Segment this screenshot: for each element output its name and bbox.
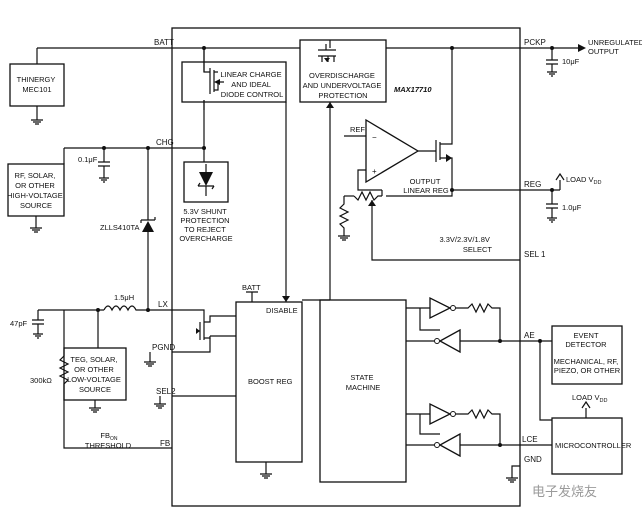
watermark: 电子发烧友 — [532, 484, 597, 499]
linear-charge-block — [181, 61, 287, 103]
overdischarge-label: OVERDISCHARGE AND UNDERVOLTAGE PROTECTIO… — [303, 71, 384, 100]
pin-lx: LX — [158, 300, 168, 309]
svg-text:+: + — [372, 167, 377, 176]
state-machine-block — [319, 299, 407, 483]
microcontroller-label: MICROCONTROLLER — [555, 441, 632, 450]
shunt-label: 5.3V SHUNT PROTECTION TO REJECT OVERCHAR… — [179, 207, 232, 243]
pin-reg: REG — [524, 180, 541, 189]
pin-pgnd: PGND — [152, 343, 175, 352]
inductor-label: 1.5μH — [114, 293, 134, 302]
disable-label: DISABLE — [266, 306, 298, 315]
pin-gnd: GND — [524, 455, 542, 464]
pin-batt: BATT — [154, 38, 174, 47]
pmos-icon — [435, 48, 453, 190]
pin-lce: LCE — [522, 435, 538, 444]
c-lx-label: 47pF — [10, 319, 28, 328]
overdischarge-block — [299, 39, 387, 103]
resistor-label: 300kΩ — [30, 376, 52, 385]
teg-source-label: TEG, SOLAR, OR OTHER LOW-VOLTAGE SOURCE — [67, 355, 123, 394]
opamp-icon — [365, 118, 420, 184]
boost-reg-block — [235, 301, 303, 463]
potentiometer-icon — [353, 190, 382, 202]
diode-label: ZLLS410TA — [100, 223, 139, 232]
schottky-diode-icon — [140, 217, 156, 223]
state-machine-label: STATE MACHINE — [346, 373, 381, 392]
linear-charge-label: LINEAR CHARGE AND IDEAL DIODE CONTROL — [220, 70, 283, 99]
load-vdd-2-label: LOAD VDD — [572, 393, 607, 404]
svg-text:−: − — [372, 133, 377, 142]
rf-source-label: RF, SOLAR, OR OTHER HIGH-VOLTAGE SOURCE — [7, 171, 65, 210]
pin-sel2: SEL2 — [156, 387, 176, 396]
output-arrow-icon — [578, 44, 586, 52]
load-vdd-label: LOAD VDD — [566, 175, 601, 186]
unregulated-output-label: UNREGULATED OUTPUT — [588, 38, 642, 56]
pin-pckp: PCKP — [524, 38, 546, 47]
c-chg-label: 0.1μF — [78, 155, 98, 164]
sel-voltages-label: 3.3V/2.3V/1.8V SELECT — [439, 235, 492, 254]
event-detector-label: EVENT DETECTOR MECHANICAL, RF, PIEZO, OR… — [554, 331, 621, 375]
pin-fb: FB — [160, 439, 170, 448]
inductor-icon — [103, 305, 172, 312]
thinergy-label: THINERGY MEC101 — [17, 75, 58, 94]
microcontroller-box — [551, 417, 623, 475]
output-linear-reg-label: OUTPUT LINEAR REG — [403, 177, 449, 195]
event-detector-box — [551, 325, 623, 385]
c-pckp-label: 10μF — [562, 57, 580, 66]
fb-threshold-label: FBON THRESHOLD — [85, 431, 132, 450]
pin-sel1: SEL 1 — [524, 250, 546, 259]
rf-source-box — [7, 163, 65, 217]
part-number-label: MAX17710 — [394, 85, 432, 94]
batt-internal-label: BATT — [242, 283, 261, 292]
boost-reg-label: BOOST REG — [248, 377, 293, 386]
thinergy-box — [9, 63, 65, 107]
pin-chg: CHG — [156, 138, 174, 147]
c-reg-label: 1.0μF — [562, 203, 582, 212]
pin-ae: AE — [524, 331, 535, 340]
teg-source-box — [63, 347, 127, 401]
ref-label: REF — [350, 125, 365, 134]
ground-icon — [31, 106, 43, 125]
resistor-icon — [58, 355, 172, 449]
